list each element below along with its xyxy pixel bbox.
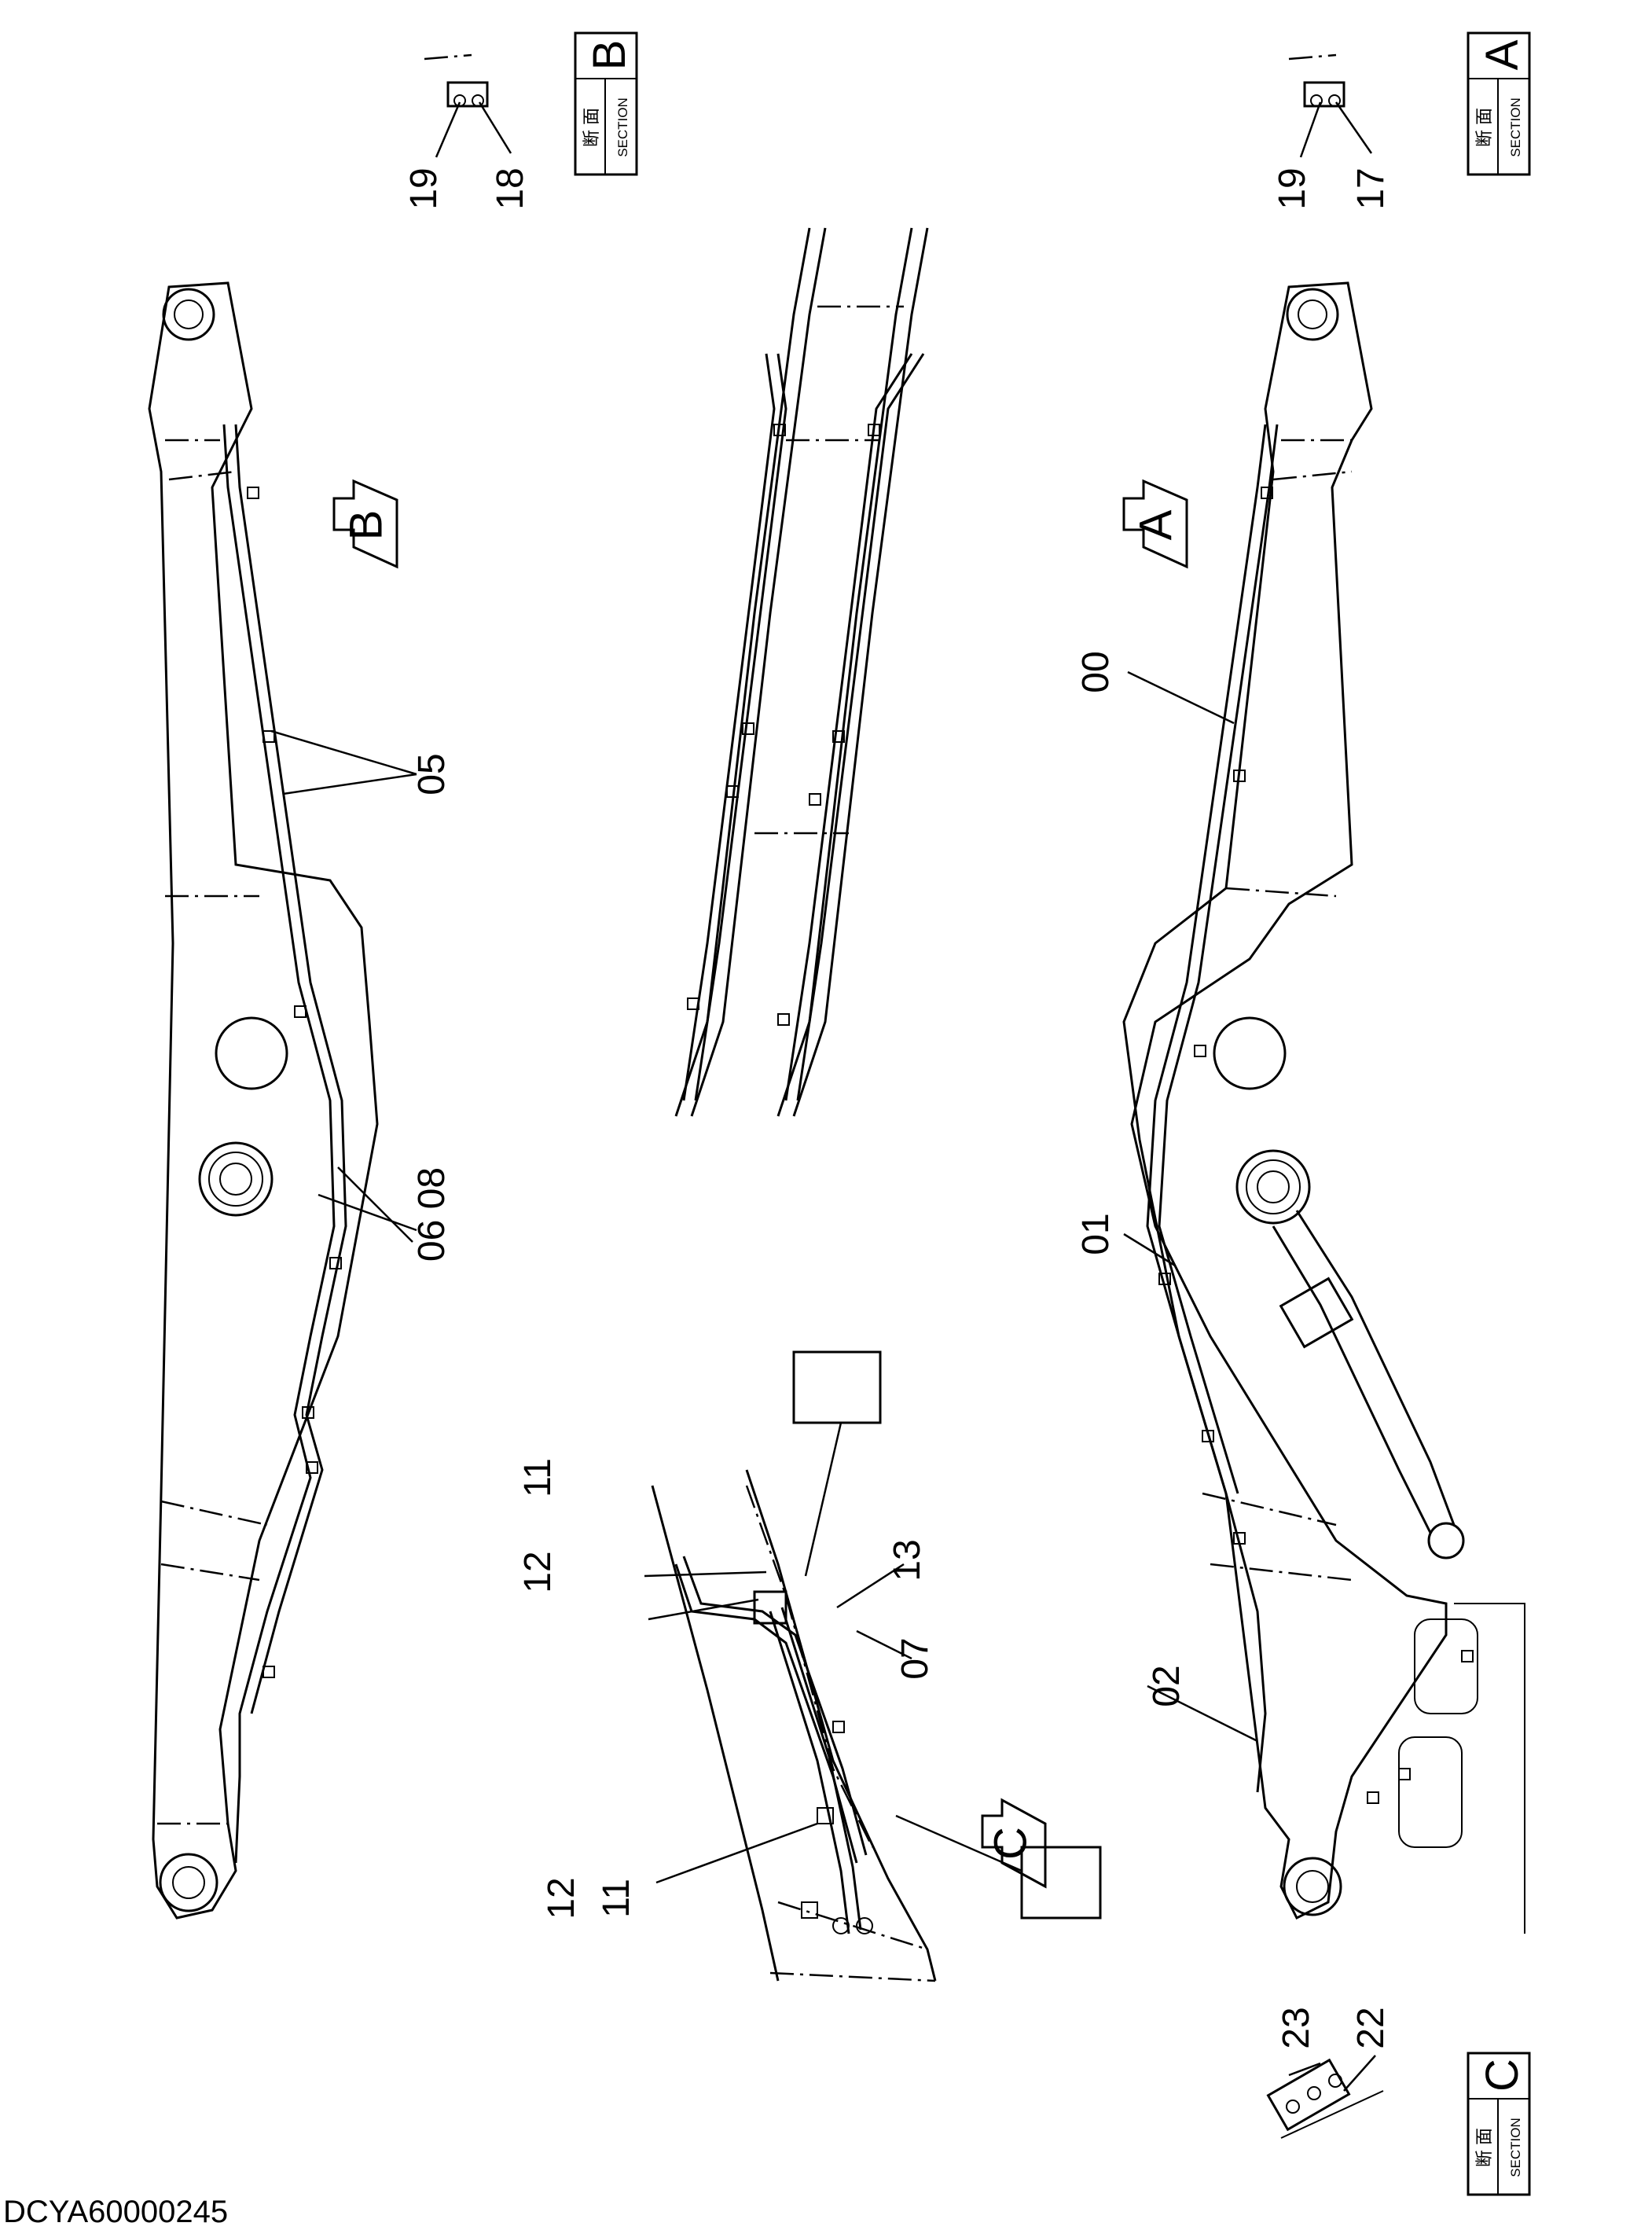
- leader-lines: [270, 101, 1376, 2092]
- callout-18: 18: [490, 167, 531, 209]
- center-top-detail: [674, 227, 929, 1117]
- callout-11-bottom: 11: [596, 1879, 637, 1918]
- section-letter-a: A: [1477, 39, 1528, 70]
- section-letter-b: B: [584, 40, 635, 71]
- callout-23: 23: [1276, 2007, 1317, 2048]
- callout-02: 02: [1146, 1665, 1188, 1706]
- callout-19-section-b: 19: [403, 167, 445, 209]
- view-arrow-c: C: [981, 1798, 1047, 1889]
- svg-text:B: B: [340, 510, 391, 541]
- section-b-detail: [424, 53, 489, 108]
- section-c-detail: [1266, 2058, 1384, 2139]
- callout-07: 07: [894, 1637, 936, 1679]
- callout-01: 01: [1075, 1213, 1117, 1255]
- section-box-b: B 断 面 SECTION: [574, 31, 638, 176]
- section-kanji-c: 断 面: [1474, 2128, 1494, 2167]
- section-a-detail: [1288, 53, 1345, 108]
- callout-06-08: 06 08: [411, 1167, 453, 1262]
- callout-12-bottom: 12: [541, 1877, 582, 1919]
- center-bottom-detail: [651, 1350, 1102, 1982]
- callout-22: 22: [1350, 2007, 1392, 2048]
- section-word-a: SECTION: [1508, 97, 1523, 157]
- callout-11-top: 11: [517, 1458, 559, 1497]
- section-box-c: C 断 面 SECTION: [1467, 2052, 1531, 2196]
- callout-00: 00: [1075, 651, 1117, 693]
- callout-17: 17: [1350, 167, 1392, 209]
- view-arrow-b: B: [332, 479, 398, 569]
- callout-13: 13: [887, 1539, 928, 1581]
- section-letter-c: C: [1477, 2059, 1528, 2092]
- section-word-b: SECTION: [615, 97, 630, 157]
- svg-text:C: C: [985, 1827, 1036, 1860]
- view-arrow-a: A: [1122, 479, 1188, 569]
- right-boom: [1122, 281, 1525, 1934]
- callout-05: 05: [411, 753, 453, 795]
- section-kanji-b: 断 面: [582, 108, 601, 147]
- left-boom: [148, 281, 379, 1920]
- section-kanji-a: 断 面: [1474, 108, 1494, 147]
- document-id: DCYA60000245: [3, 2195, 229, 2229]
- section-word-c: SECTION: [1508, 2118, 1523, 2177]
- callout-12-top: 12: [517, 1551, 559, 1593]
- section-box-a: A 断 面 SECTION: [1467, 31, 1531, 176]
- callout-labels: 19 18 19 17 05 06 08 00 01 02 11 12 13 0…: [403, 167, 1392, 2048]
- callout-19-section-a: 19: [1272, 167, 1313, 209]
- svg-text:A: A: [1130, 509, 1181, 540]
